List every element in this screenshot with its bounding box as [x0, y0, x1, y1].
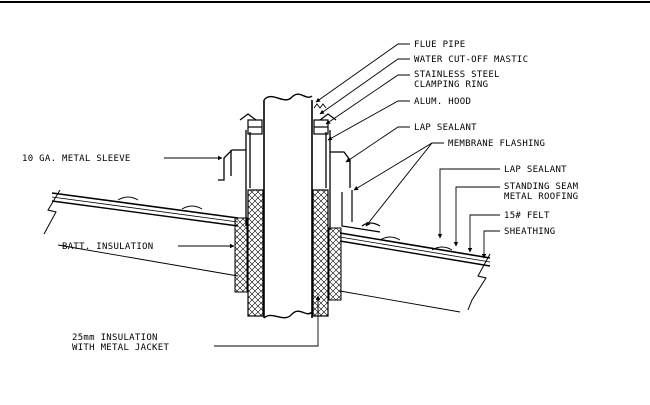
- label-clamping-ring-1: STAINLESS STEEL: [414, 70, 500, 80]
- batt-insulation-left: [234, 217, 248, 293]
- label-standing-seam-2: METAL ROOFING: [504, 192, 578, 202]
- roof-right: [339, 232, 491, 313]
- label-batt-insulation: BATT. INSULATION: [62, 242, 154, 252]
- membrane-flashing: [341, 190, 381, 233]
- label-water-cutoff-mastic: WATER CUT-OFF MASTIC: [414, 55, 528, 65]
- insulation-jacket-left: [247, 189, 264, 317]
- flue-pipe: [263, 93, 313, 319]
- roof-left: [43, 189, 239, 277]
- leader-lines: [164, 43, 500, 347]
- metal-sleeve: [218, 130, 351, 230]
- label-felt: 15# FELT: [504, 211, 550, 221]
- label-membrane-flashing: MEMBRANE FLASHING: [448, 139, 545, 149]
- batt-insulation-right: [328, 227, 342, 301]
- label-metal-sleeve: 10 GA. METAL SLEEVE: [22, 154, 131, 164]
- label-flue-pipe: FLUE PIPE: [414, 40, 465, 50]
- label-lap-sealant-upper: LAP SEALANT: [414, 123, 477, 133]
- label-jacket-2: WITH METAL JACKET: [72, 343, 169, 353]
- insulation-jacket-right: [312, 189, 329, 317]
- clamping-ring: [239, 103, 337, 135]
- label-alum-hood: ALUM. HOOD: [414, 97, 471, 107]
- label-clamping-ring-2: CLAMPING RING: [414, 80, 488, 90]
- label-standing-seam-1: STANDING SEAM: [504, 182, 579, 192]
- alum-hood: [249, 132, 327, 188]
- label-sheathing: SHEATHING: [504, 227, 555, 237]
- label-jacket-1: 25mm INSULATION: [72, 333, 158, 343]
- label-lap-sealant-lower: LAP SEALANT: [504, 165, 567, 175]
